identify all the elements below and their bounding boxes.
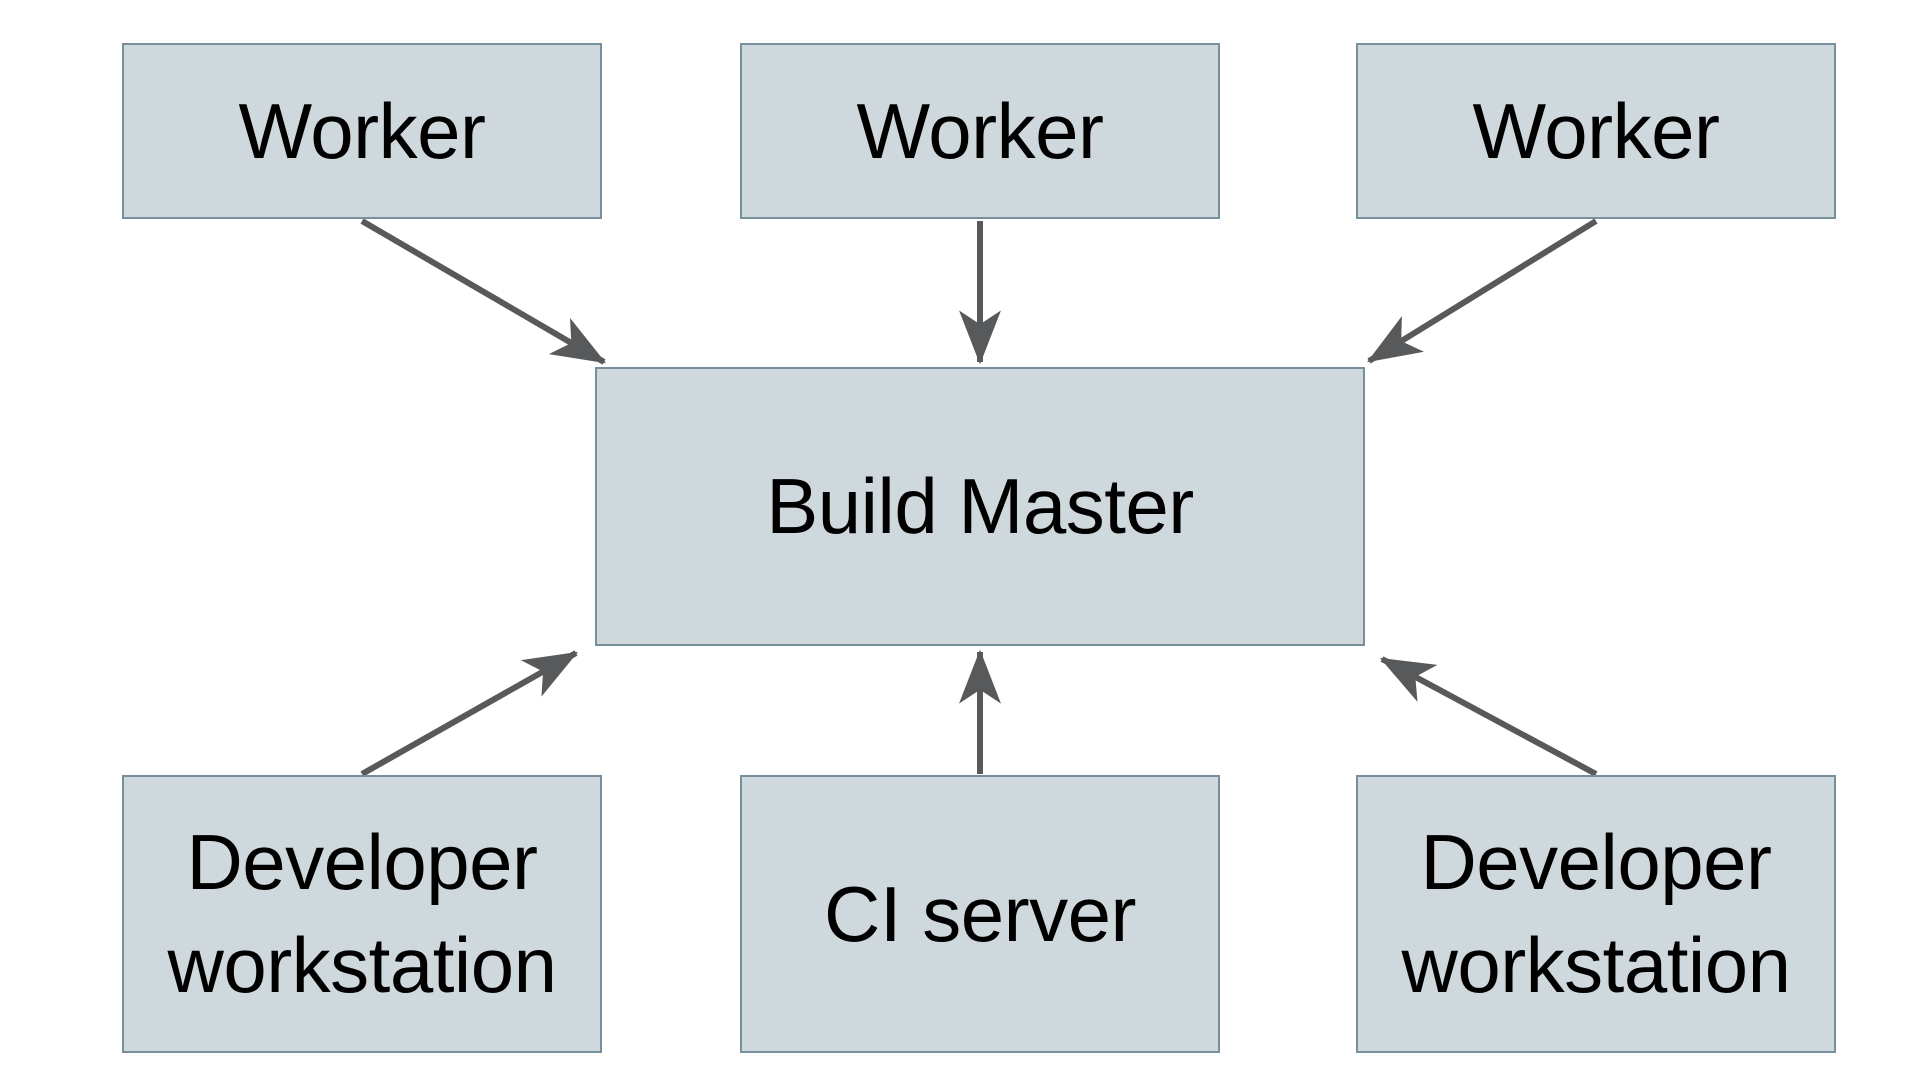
arrow-worker-1-to-build-master [360,218,607,365]
node-developer-workstation-1: Developer workstation [122,775,602,1053]
arrow-worker-3-to-build-master [1366,218,1598,364]
node-worker-2-label: Worker [856,86,1104,175]
node-worker-1: Worker [122,43,602,219]
arrow-developer-workstation-1-to-build-master [360,650,579,777]
node-developer-workstation-2: Developer workstation [1356,775,1836,1053]
node-developer-workstation-1-label: Developer workstation [167,818,558,1009]
arrow-developer-workstation-2-to-build-master [1379,656,1598,777]
node-ci-server-label: CI server [824,869,1136,958]
node-worker-2: Worker [740,43,1220,219]
node-worker-3-label: Worker [1472,86,1720,175]
node-worker-1-label: Worker [238,86,486,175]
node-worker-3: Worker [1356,43,1836,219]
node-ci-server: CI server [740,775,1220,1053]
node-developer-workstation-2-label: Developer workstation [1401,818,1792,1009]
node-build-master: Build Master [595,367,1365,646]
node-build-master-label: Build Master [766,462,1194,551]
